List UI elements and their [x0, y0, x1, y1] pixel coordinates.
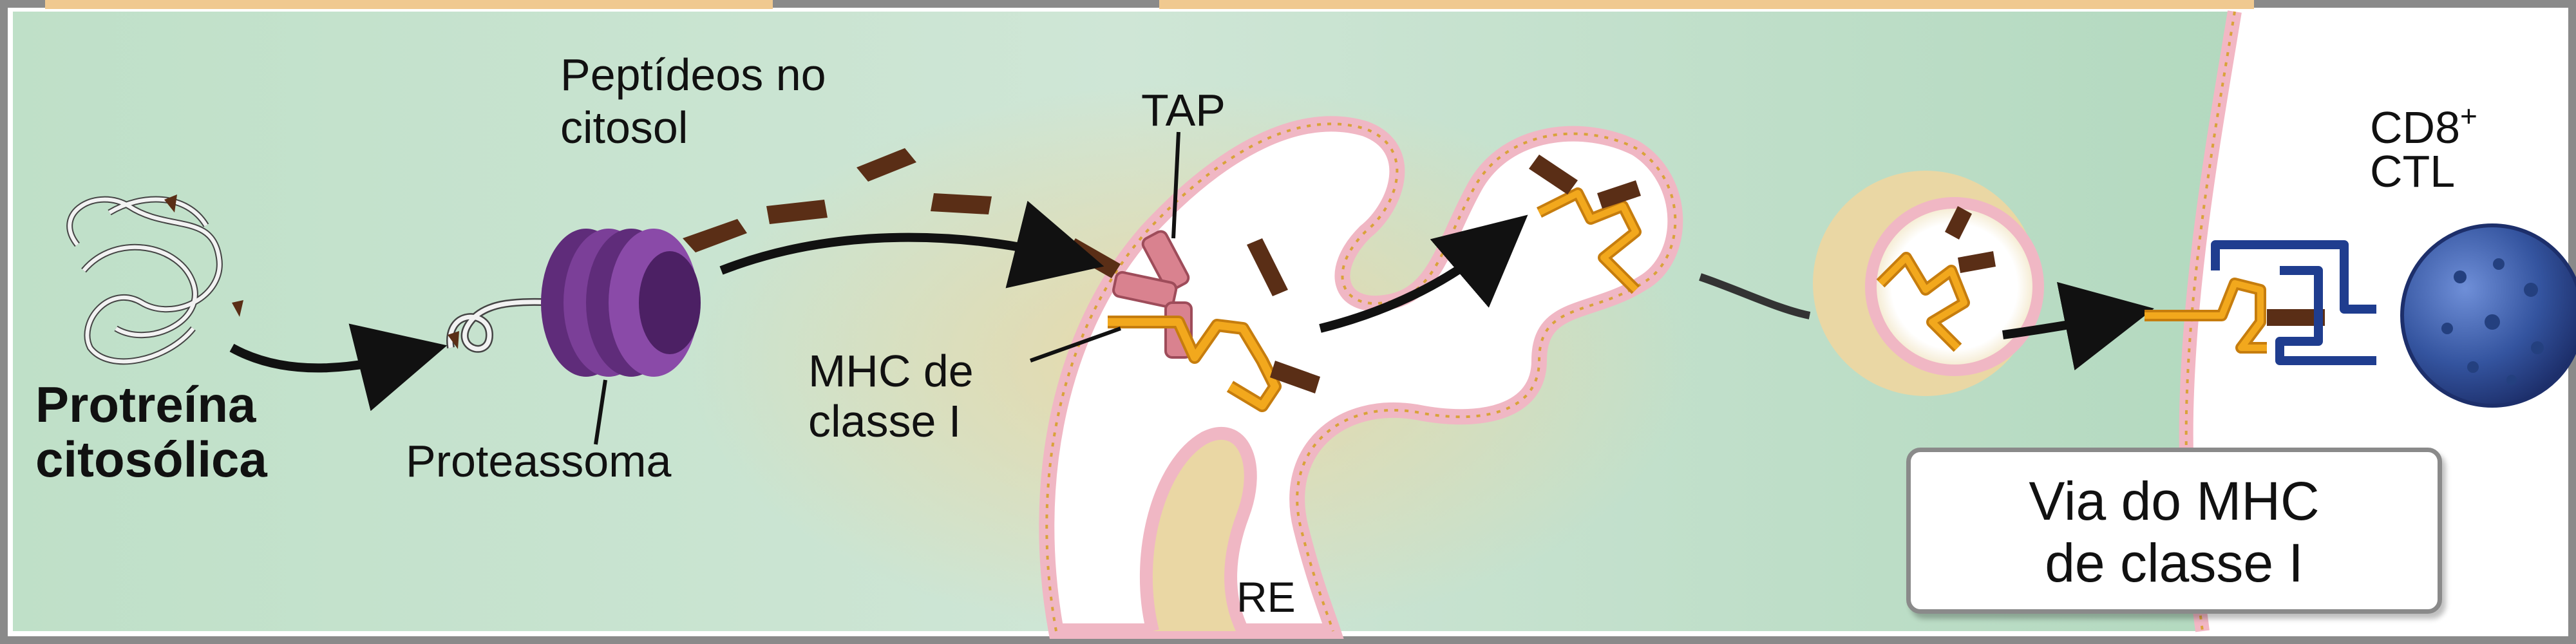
arrow-to-proteasome — [229, 323, 448, 412]
tcr-cd8 — [2211, 240, 2376, 365]
cell-granules — [2441, 258, 2544, 385]
label-mhc-line1: MHC de — [808, 346, 974, 396]
proteasome-leader — [594, 379, 607, 445]
tap-leader — [1171, 131, 1180, 239]
label-er: RE — [1236, 573, 1296, 621]
vesicle-peptide-2 — [1958, 251, 1996, 273]
label-ctl: CTL — [2370, 146, 2455, 196]
er-membrane-edge — [1045, 122, 1677, 632]
pathway-title-line1: Via do MHC — [2029, 471, 2320, 531]
bud-peptide — [1529, 155, 1578, 194]
top-strip-left — [45, 0, 773, 9]
bud-peptide-2 — [1597, 180, 1641, 209]
cytosol-peptides — [683, 148, 1288, 296]
er-peptide — [1270, 361, 1320, 393]
label-peptides-line2: citosol — [560, 102, 688, 153]
top-strip-right — [1159, 0, 2254, 9]
arrow-er-to-bud — [1319, 214, 1528, 333]
pathway-title-line2: de classe I — [2045, 533, 2304, 593]
arrow-to-vesicle — [1699, 273, 1811, 319]
label-proteasome: Proteassoma — [406, 436, 671, 486]
surface-peptide — [2267, 309, 2325, 326]
chain-tag — [448, 331, 459, 349]
peptide — [857, 148, 916, 182]
label-cd8: CD8+ — [2370, 99, 2477, 153]
vesicle-peptide — [1945, 206, 1972, 240]
mhc-leader — [1029, 327, 1122, 363]
label-protein-line1: Protreína — [35, 376, 256, 433]
label-mhc-line2: classe I — [808, 396, 961, 446]
label-cd8-sup: + — [2460, 99, 2477, 133]
label-peptides-line1: Peptídeos no — [560, 50, 826, 100]
label-protein-line2: citosólica — [35, 431, 267, 488]
label-cd8-main: CD8 — [2370, 102, 2460, 153]
peptide — [1247, 238, 1288, 296]
surface-mhc-class-i-fill — [2145, 280, 2267, 351]
peptide — [931, 193, 992, 214]
unfolded-chain-inner — [448, 299, 580, 352]
peptide — [683, 219, 747, 252]
arrow-to-tap — [719, 200, 1104, 289]
ubiquitin-tag-2 — [232, 300, 243, 317]
mhc-class-i-er-fill — [1108, 318, 1279, 410]
pathway-title-box: Via do MHC de classe I — [1906, 448, 2442, 614]
mhc-class-i-bud-fill — [1537, 190, 1639, 292]
label-tap: TAP — [1141, 85, 1226, 135]
proteasome — [541, 229, 701, 377]
ubiquitin-tag-1 — [164, 194, 177, 213]
mhc-class-i-vesicle-fill — [1878, 254, 1967, 350]
peptide — [766, 200, 828, 224]
er-inner-fold — [1139, 427, 1257, 634]
cytosolic-protein-fill — [68, 197, 222, 364]
arrow-to-surface — [2002, 281, 2154, 371]
